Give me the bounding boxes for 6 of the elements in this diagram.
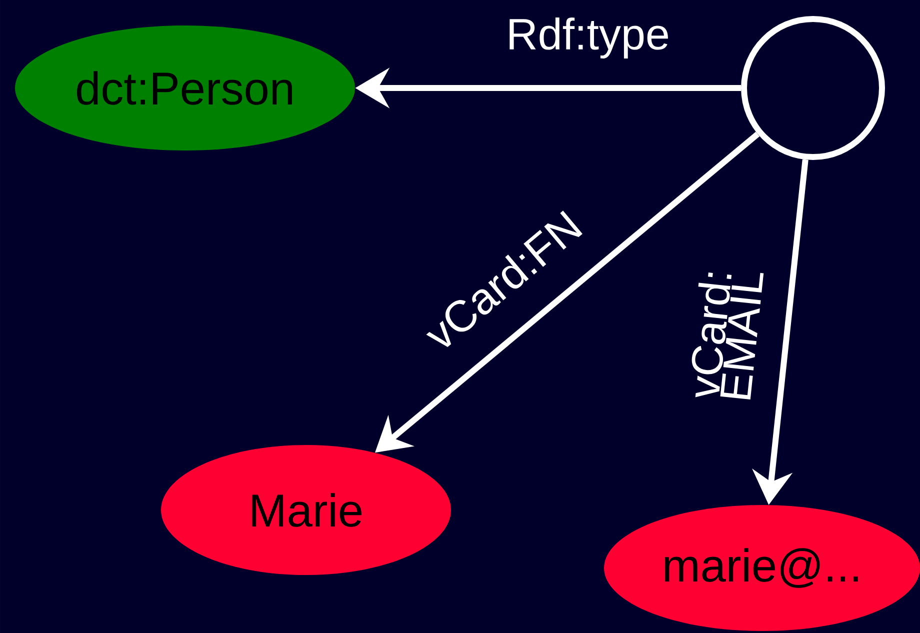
edge-label: Rdf:type (510, 18, 668, 58)
ellipse-node: marie@... (604, 505, 920, 631)
empty-circle (741, 16, 885, 160)
ellipse-node: Marie (161, 445, 451, 575)
ellipse-node: dct:Person (15, 26, 355, 150)
edge-label: vCard: EMAIL (692, 272, 764, 400)
